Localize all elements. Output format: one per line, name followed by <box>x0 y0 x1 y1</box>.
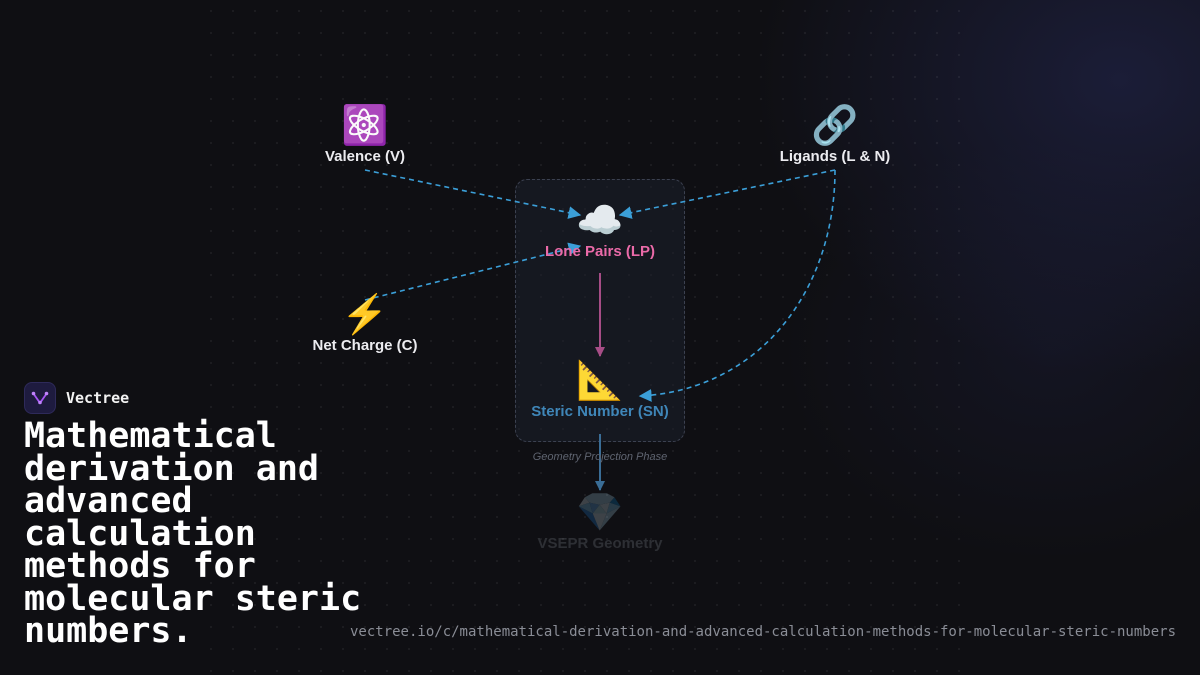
vectree-logo-icon <box>24 382 56 414</box>
node-steric-number-label: Steric Number (SN) <box>531 403 669 420</box>
triangle-ruler-icon: 📐 <box>576 360 624 402</box>
cloud-icon: ☁️ <box>576 200 624 242</box>
node-ligands: 🔗 Ligands (L & N) <box>780 104 891 165</box>
node-net-charge-label: Net Charge (C) <box>312 337 418 354</box>
node-ligands-label: Ligands (L & N) <box>779 148 891 165</box>
atom-icon: ⚛️ <box>341 105 389 147</box>
node-net-charge: ⚡ Net Charge (C) <box>312 293 417 354</box>
brand: Vectree <box>24 382 129 414</box>
node-steric-number: 📐 Steric Number (SN) <box>531 359 669 420</box>
node-valence-label: Valence (V) <box>324 148 406 165</box>
node-lone-pairs: ☁️ Lone Pairs (LP) <box>545 199 655 260</box>
node-vsepr-label: VSEPR Geometry <box>537 535 663 552</box>
brand-name: Vectree <box>66 389 130 407</box>
group-label: Geometry Projection Phase <box>532 451 668 463</box>
lightning-icon: ⚡ <box>341 294 389 336</box>
edge-valence-to-lone-pairs <box>364 169 582 219</box>
geometry-projection-phase-group <box>515 179 685 442</box>
page-url: vectree.io/c/mathematical-derivation-and… <box>349 624 1176 640</box>
page-title: Mathematical derivation and advanced cal… <box>24 416 362 651</box>
node-vsepr-geometry: 💎 VSEPR Geometry <box>537 491 662 552</box>
link-icon: 🔗 <box>811 105 859 147</box>
gem-icon: 💎 <box>576 492 624 534</box>
node-valence: ⚛️ Valence (V) <box>325 104 405 165</box>
node-lone-pairs-label: Lone Pairs (LP) <box>544 243 656 260</box>
edge-ligands-to-lone-pairs <box>618 169 836 219</box>
edge-net-charge-to-lone-pairs <box>364 242 582 301</box>
edge-ligands-to-steric-number <box>638 169 836 402</box>
